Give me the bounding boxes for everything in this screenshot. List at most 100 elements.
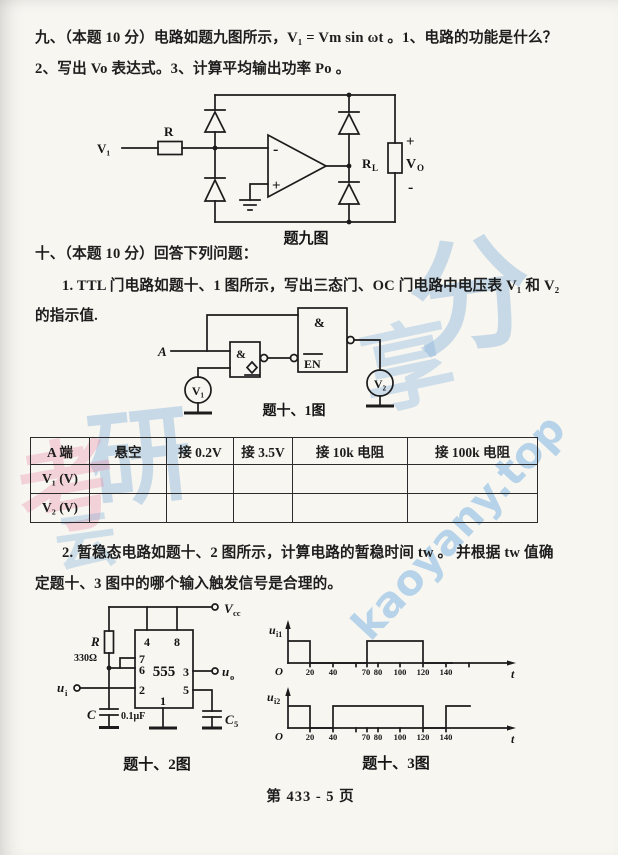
table-header-floating: 悬空 xyxy=(89,437,167,465)
input-a-label: A xyxy=(157,344,167,359)
figure-10-2-555-circuit: V cc R 330Ω C 0.1μF u i 555 4 8 7 6 3 2 … xyxy=(57,601,241,773)
pin-5: 5 xyxy=(183,683,189,697)
pin-8: 8 xyxy=(174,635,180,649)
vo-label: V xyxy=(406,157,416,172)
vin-label: V₁ xyxy=(97,141,110,156)
tristate-output-bubble-icon xyxy=(346,335,355,345)
row-v1-cell xyxy=(89,464,167,494)
uo-label: u xyxy=(222,664,229,679)
row-v2-cell xyxy=(89,493,167,523)
row-v1-cell xyxy=(407,464,538,494)
uo-label-sub: o xyxy=(230,672,234,682)
row-v1-label: V₁ (V) xyxy=(30,464,90,494)
oc-diamond-icon xyxy=(245,360,259,375)
waveform-ui2: u i2 O t 20 40 70 80 100 120 140 xyxy=(267,687,516,746)
table-header-a: A 端 xyxy=(30,437,90,465)
pin-2: 2 xyxy=(139,683,145,697)
tick-label: 40 xyxy=(329,667,338,677)
figure-10-3-waveforms: u i1 O t 20 40 70 80 100 120 140 xyxy=(267,620,516,772)
figure-10-3-caption: 题十、3图 xyxy=(362,754,430,772)
figure-10-1-caption: 题十、1图 xyxy=(263,402,326,419)
vo-plus-sign: + xyxy=(406,134,415,150)
axis-ticks xyxy=(309,662,470,668)
diode-right-bottom xyxy=(337,182,361,205)
tick-label: 20 xyxy=(306,667,315,677)
figure-9-opamp-rectifier: V₁ R - + xyxy=(97,92,424,247)
pin-4: 4 xyxy=(144,635,150,649)
resistor-r-label: R xyxy=(164,124,174,139)
diode-left-bottom xyxy=(203,178,227,202)
row-v1-cell xyxy=(292,464,408,494)
question-9-line-1: 九、（本题 10 分）电路如题九图所示，V₁ = Vm sin ωt 。1、电路… xyxy=(35,30,558,46)
op-amp-minus: - xyxy=(273,141,278,158)
row-v2-cell xyxy=(292,493,408,523)
rl-label: R xyxy=(362,156,372,171)
tick-label: 140 xyxy=(440,667,453,677)
op-amp-plus: + xyxy=(272,178,281,194)
table-header-row: A 端 悬空 接 0.2V 接 3.5V 接 10k 电阻 接 100k 电阻 xyxy=(30,437,538,465)
figure-10-1-gates: A & V₁ & EN V₂ 题十、1图 xyxy=(157,307,394,419)
load-resistor-rl xyxy=(387,142,403,174)
t-axis-label: t xyxy=(511,667,515,681)
ui-terminal-icon xyxy=(73,684,81,692)
waveform-ui1: u i1 O t 20 40 70 80 100 120 140 xyxy=(269,620,516,681)
table-row-v1: V₁ (V) xyxy=(30,464,538,494)
rl-label-sub: L xyxy=(372,163,378,173)
table-row-v2: V₂ (V) xyxy=(30,493,538,523)
ui2-axis-label: u xyxy=(267,690,274,704)
vo-minus-sign: - xyxy=(408,179,413,196)
resistor-r xyxy=(157,140,183,156)
timer-555-label: 555 xyxy=(153,664,176,680)
ui-label-sub: i xyxy=(65,688,68,698)
capacitor-c5-label: C xyxy=(225,712,234,727)
tick-label: 120 xyxy=(417,667,430,677)
tick-label: 100 xyxy=(394,732,407,742)
vcc-terminal-icon xyxy=(211,603,219,611)
resistor-330-label: R xyxy=(90,634,100,649)
tick-label: 120 xyxy=(417,732,430,742)
gate-oc-amp: & xyxy=(236,347,246,361)
origin-label: O xyxy=(275,666,283,678)
uo-terminal-icon xyxy=(211,667,219,675)
question-10-part2-line-1: 2. 暂稳态电路如题十、2 图所示，计算电路的暂稳时间 tw 。 并根据 tw … xyxy=(62,545,554,561)
row-v2-label: V₂ (V) xyxy=(30,493,90,523)
ui1-axis-label-sub: i1 xyxy=(276,630,282,639)
table-header-3v5: 接 3.5V xyxy=(233,437,293,465)
tick-label: 80 xyxy=(374,732,383,742)
row-v1-cell xyxy=(166,464,234,494)
timer-555-chip xyxy=(134,629,194,709)
row-v2-cell xyxy=(407,493,538,523)
ui1-axis-label: u xyxy=(269,623,276,637)
en-input-bubble-icon xyxy=(289,353,299,363)
voltmeter-v2-label: V₂ xyxy=(374,377,387,391)
vcc-label-sub: cc xyxy=(233,608,241,618)
pin-3: 3 xyxy=(183,665,189,679)
question-10-part1-line-2: 的指示值. xyxy=(35,308,99,324)
resistor-330-value: 330Ω xyxy=(74,653,97,664)
origin-label: O xyxy=(275,731,283,743)
vo-label-sub: O xyxy=(417,163,424,173)
t-axis-label: t xyxy=(511,732,515,746)
tick-label: 70 xyxy=(362,667,371,677)
row-v1-cell xyxy=(233,464,293,494)
diode-left-top xyxy=(203,110,227,133)
ui-label: u xyxy=(57,680,64,695)
tick-label: 70 xyxy=(362,732,371,742)
ui2-axis-label-sub: i2 xyxy=(274,697,280,706)
gate-tristate-amp: & xyxy=(314,315,325,330)
row-v2-cell xyxy=(233,493,293,523)
vcc-label: V xyxy=(224,601,234,616)
tick-label: 100 xyxy=(394,667,407,677)
table-header-10k: 接 10k 电阻 xyxy=(292,437,408,465)
tick-label: 20 xyxy=(306,732,315,742)
table-header-100k: 接 100k 电阻 xyxy=(407,437,538,465)
pin-1: 1 xyxy=(160,694,166,708)
capacitor-c-value: 0.1μF xyxy=(121,711,145,722)
question-10-intro: 十、（本题 10 分）回答下列问题： xyxy=(35,246,258,262)
voltmeter-v1-label: V₁ xyxy=(192,384,205,398)
question-10-part1-line-1: 1. TTL 门电路如题十、1 图所示，写出三态门、OC 门电路中电压表 V₁ … xyxy=(62,278,560,294)
capacitor-c5-label-sub: 5 xyxy=(234,719,238,729)
question-9-line-2: 2、写出 Vo 表达式。3、计算平均输出功率 Po 。 xyxy=(35,61,351,77)
tick-label: 80 xyxy=(374,667,383,677)
